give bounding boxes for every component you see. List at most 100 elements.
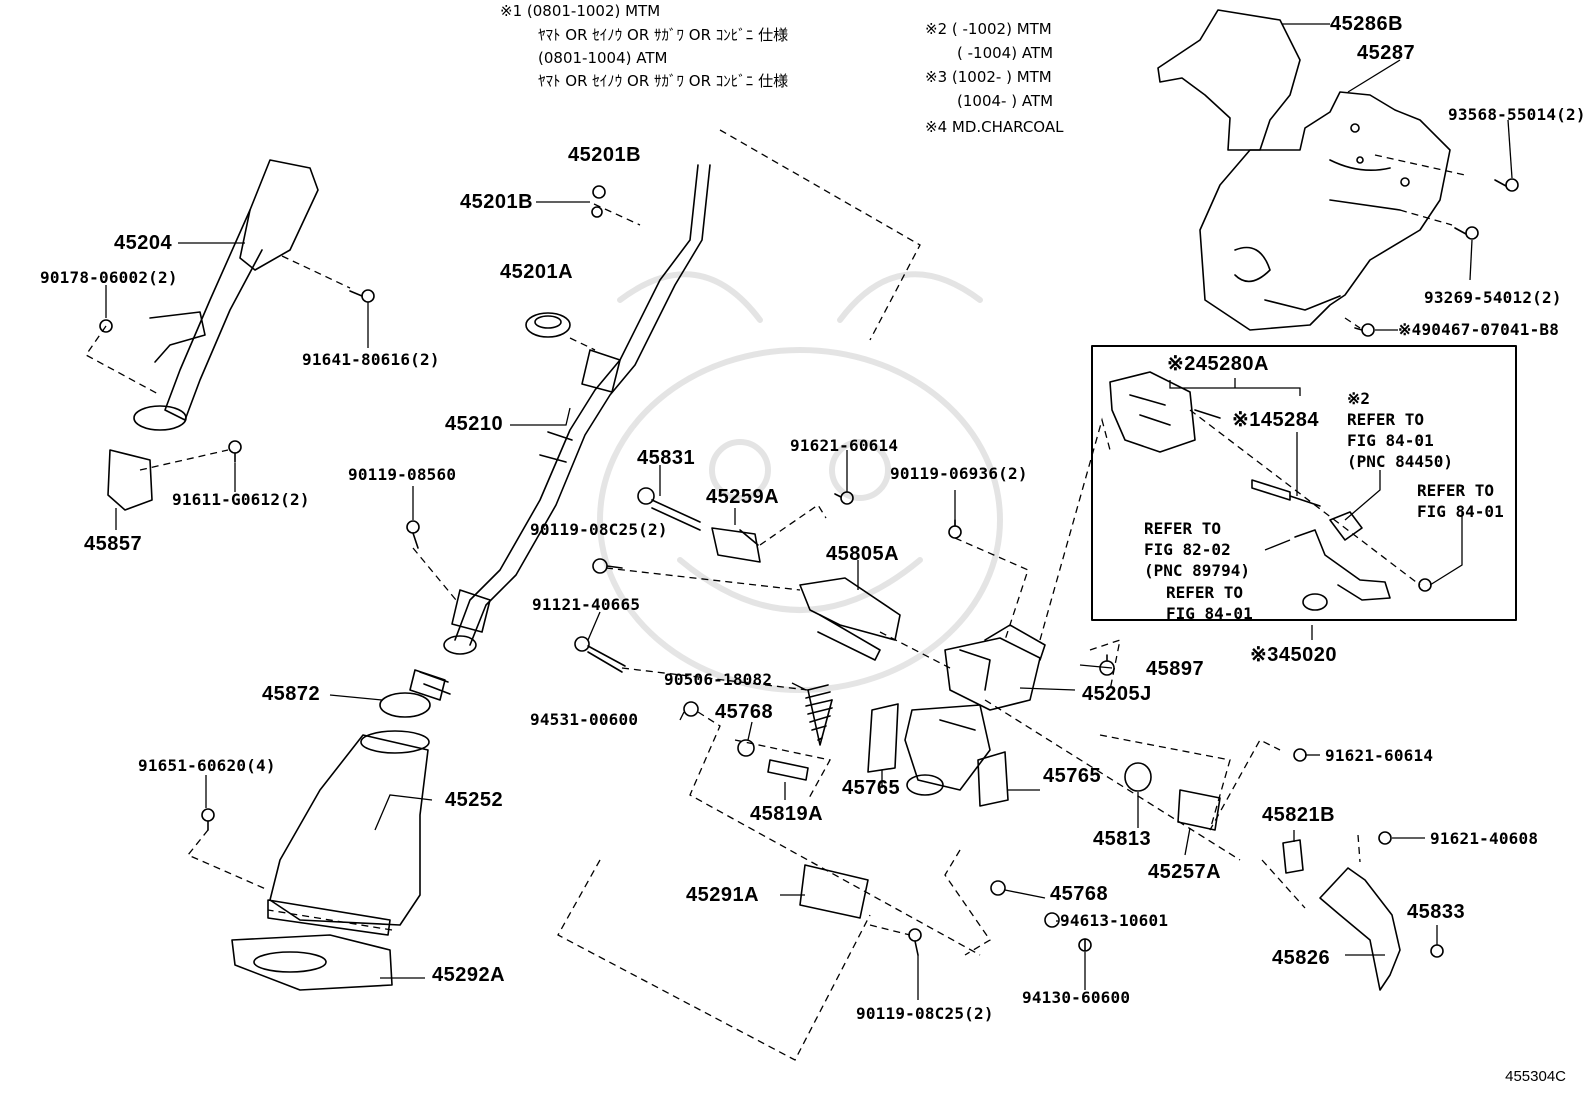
part-label-90119-06936[interactable]: 90119-06936(2) [890, 464, 1028, 483]
part-label-45204[interactable]: 45204 [114, 232, 173, 254]
part-label-45020[interactable]: ※345020 [1250, 644, 1337, 666]
part-label-45765-right[interactable]: 45765 [1043, 765, 1102, 787]
note-4: ※4 MD.CHARCOAL [925, 118, 1064, 136]
part-label-45292A[interactable]: 45292A [432, 964, 506, 986]
bolt-91121-drawing [574, 636, 626, 673]
ref-line: (PNC 84450) [1347, 452, 1453, 471]
ref-line: FIG 84-01 [1417, 502, 1504, 521]
part-label-90178[interactable]: 90178-06002(2) [40, 268, 178, 287]
note-2-line-2: ( -1004) ATM [957, 44, 1054, 62]
refer-to-fig-84-01-right[interactable]: REFER TO FIG 84-01 [1417, 480, 1504, 522]
part-label-91641[interactable]: 91641-80616(2) [302, 350, 440, 369]
clip-90467-drawing [1354, 323, 1375, 337]
part-label-45872[interactable]: 45872 [262, 683, 321, 705]
part-label-45201B-lower[interactable]: 45201B [460, 191, 534, 213]
part-label-45286B[interactable]: 45286B [1330, 13, 1404, 35]
part-label-45210[interactable]: 45210 [445, 413, 504, 435]
part-label-45831[interactable]: 45831 [637, 447, 696, 469]
part-label-45768-upper[interactable]: 45768 [715, 701, 774, 723]
ref-line: REFER TO [1417, 481, 1495, 500]
part-label-45284[interactable]: ※145284 [1232, 409, 1319, 431]
part-label-45259A[interactable]: 45259A [706, 486, 780, 508]
bolt-90178-drawing [99, 319, 113, 333]
spring-90506-drawing [805, 684, 833, 746]
ref-line: REFER TO [1144, 519, 1222, 538]
lever-45826-drawing [1319, 867, 1401, 991]
refer-to-fig-84-01-pnc-84450[interactable]: ※2 REFER TO FIG 84-01 (PNC 84450) [1347, 388, 1453, 472]
sensor-45284-drawing [1251, 479, 1321, 507]
part-label-45819A[interactable]: 45819A [750, 803, 824, 825]
nut-45768a-drawing [737, 739, 755, 757]
solid-leaders [105, 23, 1513, 1000]
steering-shaft-drawing [443, 164, 711, 655]
lock-45280A-drawing [1109, 371, 1221, 453]
part-label-45252[interactable]: 45252 [445, 789, 504, 811]
part-label-91651[interactable]: 91651-60620(4) [138, 756, 276, 775]
part-label-93269[interactable]: 93269-54012(2) [1424, 288, 1562, 307]
part-label-90467[interactable]: ※490467-07041-B8 [1398, 320, 1560, 339]
bolt-93269-drawing [1454, 226, 1479, 240]
part-label-45813[interactable]: 45813 [1093, 828, 1152, 850]
part-label-91621-40608[interactable]: 91621-40608 [1430, 829, 1539, 848]
note-3-line-1: ※3 (1002- ) MTM [925, 68, 1052, 86]
bolt-45897-drawing [1099, 654, 1115, 676]
part-label-45201A[interactable]: 45201A [500, 261, 574, 283]
screw-90119-08C25-drawing [592, 558, 623, 574]
nut-94130-drawing [1078, 938, 1092, 952]
note-1-line-3: (0801-1004) ATM [538, 49, 668, 67]
part-label-94130[interactable]: 94130-60600 [1022, 988, 1131, 1007]
bolt-91621-60614b-drawing [1293, 748, 1307, 762]
bolt-45831-drawing [637, 487, 701, 531]
part-label-45201B-upper[interactable]: 45201B [568, 144, 642, 166]
gasket-45292A-drawing [231, 934, 393, 991]
part-label-90119-08C25-lower[interactable]: 90119-08C25(2) [856, 1004, 994, 1023]
part-label-45805A[interactable]: 45805A [826, 543, 900, 565]
pin-45819A-drawing [767, 759, 809, 781]
note-1-line-4: ﾔﾏﾄ OR ｾｲﾉｳ OR ｻｶﾞﾜ OR ｺﾝﾋﾞﾆ 仕様 [538, 72, 789, 90]
part-label-90119-08C25-upper[interactable]: 90119-08C25(2) [530, 520, 668, 539]
bolt-91651-drawing [201, 808, 215, 831]
part-label-90506[interactable]: 90506-18082 [664, 670, 773, 689]
part-label-45205J[interactable]: 45205J [1082, 683, 1152, 705]
bolt-93568-drawing [1494, 178, 1519, 192]
ref-line: FIG 82-02 [1144, 540, 1231, 559]
part-label-45291A[interactable]: 45291A [686, 884, 760, 906]
bracket-45204-drawing [107, 159, 319, 511]
part-label-45897[interactable]: 45897 [1146, 658, 1205, 680]
ref-line: FIG 84-01 [1347, 431, 1434, 450]
seal-45201A-drawing [525, 312, 571, 338]
refer-to-fig-84-01-bottom[interactable]: REFER TO FIG 84-01 [1166, 582, 1253, 624]
part-label-45833[interactable]: 45833 [1407, 901, 1466, 923]
clip-ring-drawing [1302, 593, 1328, 611]
part-label-91121[interactable]: 91121-40665 [532, 595, 641, 614]
part-label-45257A[interactable]: 45257A [1148, 861, 1222, 883]
ref-line: REFER TO [1166, 583, 1244, 602]
bolt-91611-drawing [228, 440, 242, 463]
part-label-94531[interactable]: 94531-00600 [530, 710, 639, 729]
diagram-code: 455304C [1505, 1068, 1566, 1085]
part-label-94613[interactable]: 94613-10601 [1060, 911, 1169, 930]
part-label-93568[interactable]: 93568-55014(2) [1448, 105, 1586, 124]
ref-line: REFER TO [1347, 410, 1425, 429]
plate-45291A-drawing [799, 864, 869, 919]
bracket-45805A-drawing [799, 577, 901, 661]
part-label-45280A[interactable]: ※245280A [1167, 353, 1269, 375]
part-label-45287[interactable]: 45287 [1357, 42, 1416, 64]
inset-box-drawing [1091, 345, 1517, 621]
housing-45205J-drawing [904, 624, 1046, 796]
refer-to-fig-82-02[interactable]: REFER TO FIG 82-02 (PNC 89794) [1144, 518, 1250, 581]
note-3-line-2: (1004- ) ATM [957, 92, 1054, 110]
part-label-45765-left[interactable]: 45765 [842, 777, 901, 799]
pad-45765b-drawing [977, 751, 1009, 807]
part-label-45768-lower[interactable]: 45768 [1050, 883, 1109, 905]
part-label-90119-08560[interactable]: 90119-08560 [348, 465, 457, 484]
part-label-91611[interactable]: 91611-G0612(2) [172, 490, 310, 509]
dashed-leaders [85, 129, 1466, 1061]
ring-45201B-drawing [591, 185, 606, 218]
part-label-45826[interactable]: 45826 [1272, 947, 1331, 969]
part-label-91621-60614-right[interactable]: 91621-60614 [1325, 746, 1434, 765]
part-label-91621-60614[interactable]: 91621-60614 [790, 436, 899, 455]
part-label-45857[interactable]: 45857 [84, 533, 143, 555]
part-label-45821B[interactable]: 45821B [1262, 804, 1336, 826]
